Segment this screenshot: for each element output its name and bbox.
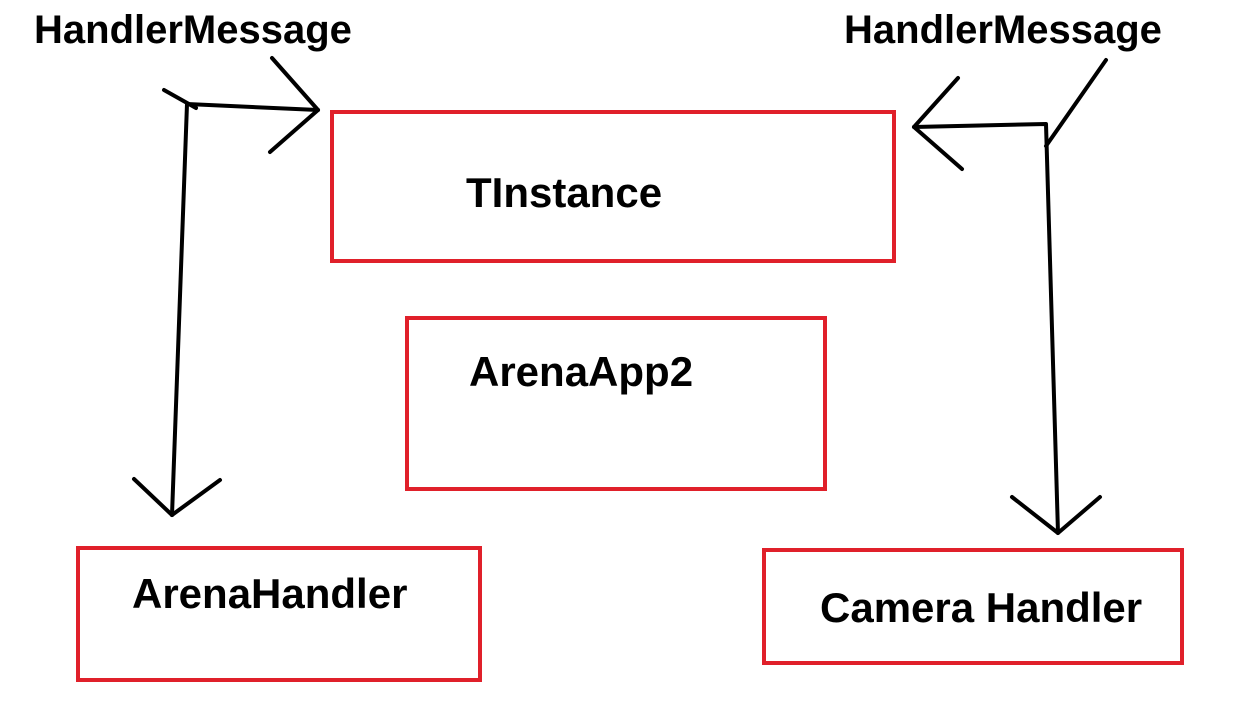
camera-handler-box [762,548,1184,665]
left-connector-line [170,102,320,517]
left-arrowhead-to-tinstance [268,56,320,154]
arena-handler-label: ArenaHandler [132,570,408,617]
right-arrowhead-to-camera-handler [1010,495,1102,535]
right-connector-line [912,122,1060,535]
right-message-tick [1044,58,1108,148]
tinstance-label: TInstance [466,169,663,216]
tinstance-box [330,110,896,263]
left-arrowhead-to-arena-handler [132,477,222,517]
right-handler-message-label: HandlerMessage [844,8,1162,52]
arena-app-box [405,316,827,491]
left-handler-message-label: HandlerMessage [34,8,352,52]
arena-handler-box [76,546,482,682]
camera-handler-label: Camera Handler [820,584,1143,631]
right-arrowhead-to-tinstance [912,76,964,171]
left-message-tick [162,88,198,110]
arena-app-label: ArenaApp2 [469,348,694,395]
